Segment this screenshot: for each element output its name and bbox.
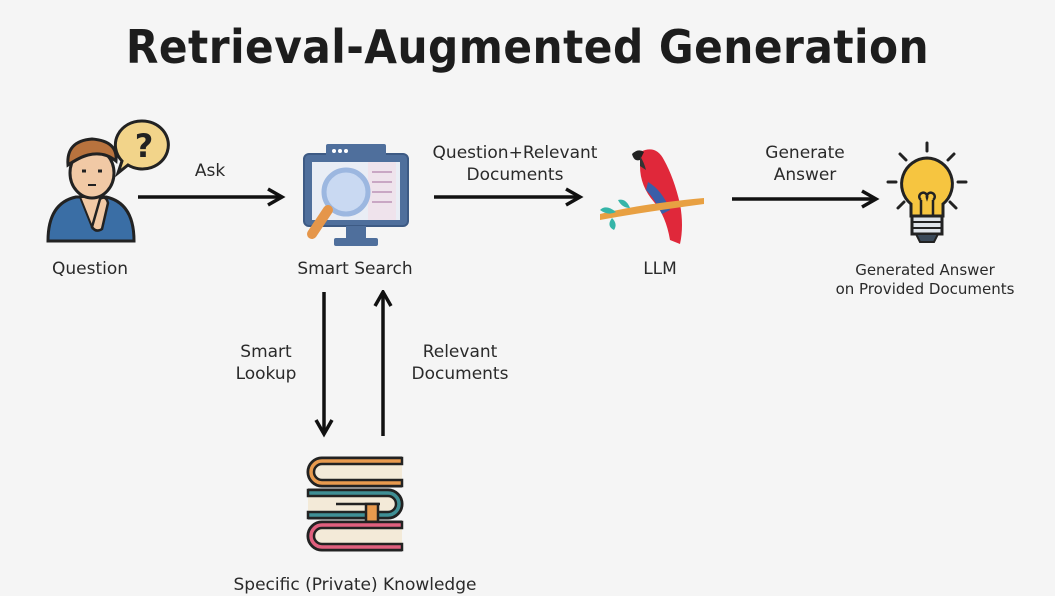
knowledge-node — [300, 452, 410, 560]
diagram-title: Retrieval-Augmented Generation — [125, 20, 930, 74]
llm-node — [596, 144, 711, 248]
smart-search-label: Smart Search — [297, 259, 413, 279]
ask-arrow — [138, 187, 286, 207]
smart-lookup-label-1: Smart — [240, 342, 292, 362]
knowledge-label: Specific (Private) Knowledge — [233, 575, 477, 595]
question-docs-edge-label-1: Question+Relevant — [432, 143, 598, 163]
parrot-icon — [600, 149, 704, 244]
answer-node — [882, 140, 972, 248]
generate-arrow — [732, 189, 880, 209]
smart-search-node — [298, 140, 413, 252]
smart-lookup-arrow — [314, 292, 334, 438]
question-label: Question — [51, 259, 129, 279]
monitor-search-icon — [303, 144, 409, 246]
person-thinking-icon: ? — [46, 119, 170, 243]
question-node: ? — [44, 113, 179, 243]
question-docs-edge-label-2: Documents — [466, 165, 564, 185]
relevant-docs-label-1: Relevant — [422, 342, 498, 362]
answer-label-2: on Provided Documents — [835, 280, 1015, 298]
lightbulb-icon — [886, 141, 968, 243]
answer-label-1: Generated Answer — [855, 261, 995, 279]
books-icon — [306, 456, 404, 552]
question-docs-arrow — [434, 187, 584, 207]
generate-edge-label-1: Generate — [765, 143, 845, 163]
llm-label: LLM — [643, 259, 677, 279]
ask-edge-label: Ask — [194, 161, 226, 181]
relevant-docs-arrow — [373, 290, 393, 436]
generate-edge-label-2: Answer — [773, 165, 837, 185]
smart-lookup-label-2: Lookup — [235, 364, 297, 384]
relevant-docs-label-2: Documents — [411, 364, 509, 384]
svg-text:?: ? — [135, 127, 154, 165]
